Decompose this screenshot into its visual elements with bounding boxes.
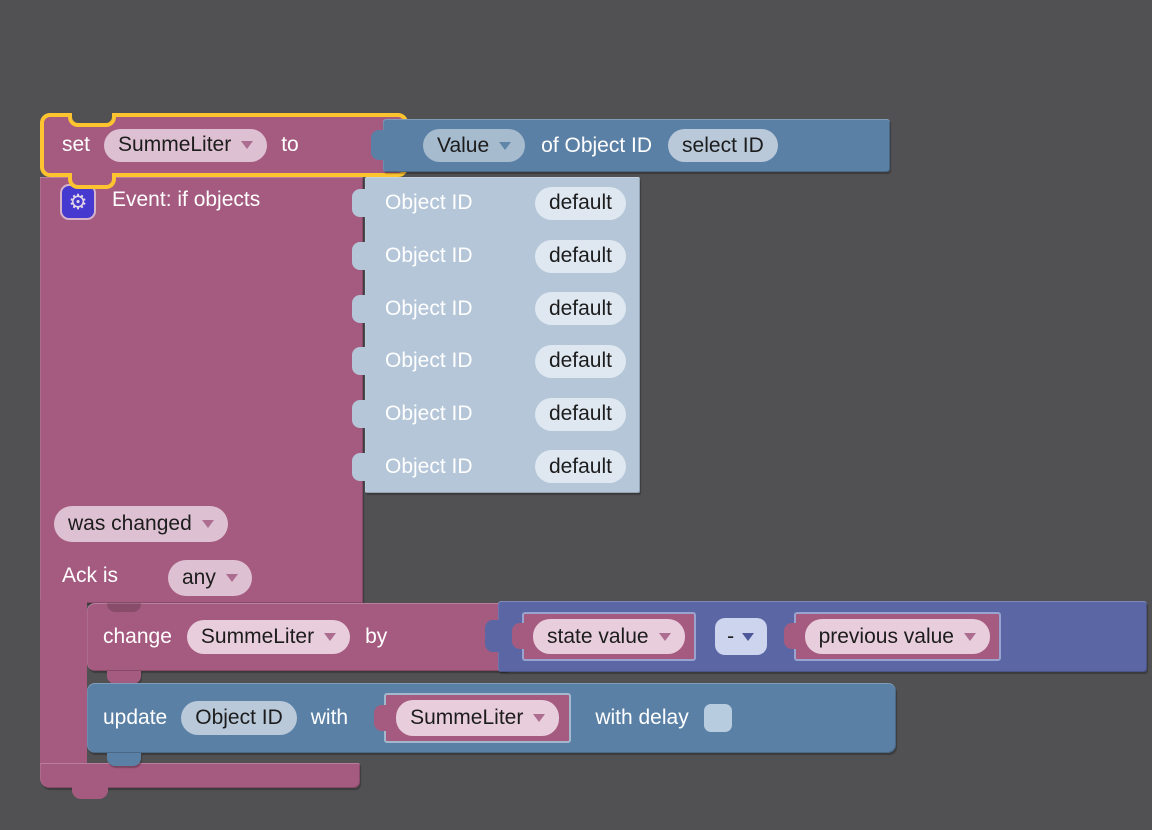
variable-value-block[interactable]: SummeLiter <box>374 693 572 743</box>
variable-dropdown[interactable]: SummeLiter <box>396 700 560 736</box>
to-label: to <box>281 133 299 156</box>
object-id-label: Object ID <box>385 296 473 320</box>
chevron-down-icon <box>499 141 512 150</box>
state-value-block[interactable]: state value <box>512 612 696 661</box>
chevron-down-icon <box>241 141 254 149</box>
math-arithmetic-block[interactable]: state value - previous value <box>485 601 1147 672</box>
object-id-row[interactable]: Object ID default <box>352 335 640 388</box>
object-id-input[interactable]: default <box>534 292 626 326</box>
attribute-dropdown[interactable]: Value <box>423 129 526 162</box>
chevron-down-icon <box>533 714 546 722</box>
output-connector-tab <box>352 400 367 429</box>
output-connector-tab <box>352 452 367 481</box>
event-title-label: Event: if objects <box>112 188 261 211</box>
update-state-block[interactable]: update Object ID with SummeLiter with de… <box>87 683 896 766</box>
change-label: change <box>103 625 172 648</box>
output-connector-tab <box>485 620 500 652</box>
output-connector-tab <box>512 623 524 649</box>
previous-connector-notch <box>68 113 116 127</box>
output-connector-tab <box>352 189 367 218</box>
change-variable-block[interactable]: change SummeLiter by <box>87 603 513 684</box>
event-block-foot <box>40 763 360 788</box>
object-id-input[interactable]: default <box>534 186 626 220</box>
variable-dropdown[interactable]: SummeLiter <box>186 620 351 654</box>
object-id-row-list: Object ID default Object ID default Obje… <box>352 177 640 493</box>
chevron-down-icon <box>658 632 671 641</box>
operand-dropdown[interactable]: previous value <box>804 619 990 654</box>
operand-dropdown[interactable]: state value <box>533 619 685 654</box>
next-connector-tab <box>72 786 108 799</box>
ack-dropdown[interactable]: any <box>168 560 252 596</box>
get-value-block[interactable]: Value of Object ID select ID <box>371 119 890 172</box>
object-id-row[interactable]: Object ID default <box>352 440 640 493</box>
output-connector-tab <box>374 705 387 731</box>
condition-dropdown[interactable]: was changed <box>54 506 228 542</box>
of-object-id-label: of Object ID <box>541 133 653 157</box>
object-id-input[interactable]: default <box>534 450 626 484</box>
chevron-down-icon <box>225 574 238 582</box>
select-id-button[interactable]: select ID <box>668 129 778 162</box>
variable-dropdown[interactable]: SummeLiter <box>104 128 268 162</box>
previous-value-block[interactable]: previous value <box>783 612 1001 661</box>
set-variable-block[interactable]: set SummeLiter to <box>40 113 420 189</box>
object-id-button[interactable]: Object ID <box>181 701 297 735</box>
previous-connector-notch <box>107 603 141 612</box>
event-trigger-block[interactable]: ⚙ Event: if objects was changed Ack is a… <box>40 177 363 603</box>
object-id-row[interactable]: Object ID default <box>352 282 640 335</box>
object-id-row[interactable]: Object ID default <box>352 388 640 441</box>
chevron-down-icon <box>964 632 976 641</box>
with-delay-label: with delay <box>595 706 689 729</box>
next-connector-tab <box>107 671 141 684</box>
with-label: with <box>310 706 349 729</box>
object-id-input[interactable]: default <box>534 397 626 431</box>
output-connector-tab <box>371 130 385 160</box>
next-connector-tab <box>107 753 141 766</box>
output-connector-tab <box>352 347 367 376</box>
object-id-row[interactable]: Object ID default <box>352 177 640 230</box>
ack-label: Ack is <box>62 564 119 587</box>
event-block-statement-wall <box>40 600 87 765</box>
chevron-down-icon <box>201 520 214 528</box>
object-id-input[interactable]: default <box>534 239 626 273</box>
gear-icon[interactable]: ⚙ <box>60 184 96 220</box>
operator-dropdown[interactable]: - <box>714 618 767 655</box>
set-label: set <box>62 133 91 156</box>
output-connector-tab <box>783 623 796 649</box>
object-id-label: Object ID <box>385 454 473 478</box>
object-id-label: Object ID <box>385 402 473 426</box>
object-id-input[interactable]: default <box>534 344 626 378</box>
next-connector-tab <box>68 173 116 189</box>
chevron-down-icon <box>324 633 337 641</box>
chevron-down-icon <box>742 632 755 641</box>
object-id-label: Object ID <box>385 349 473 373</box>
object-id-label: Object ID <box>385 244 473 267</box>
update-label: update <box>103 706 168 729</box>
object-id-label: Object ID <box>385 191 473 215</box>
object-id-row[interactable]: Object ID default <box>352 230 640 283</box>
output-connector-tab <box>352 294 367 323</box>
output-connector-tab <box>352 242 367 270</box>
by-label: by <box>365 625 388 648</box>
delay-checkbox[interactable] <box>703 704 732 732</box>
